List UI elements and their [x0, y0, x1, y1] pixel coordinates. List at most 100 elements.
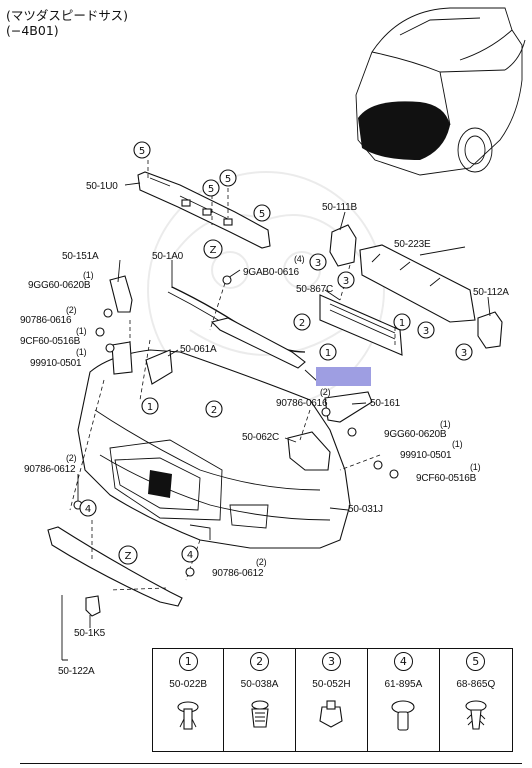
clip-50-1k5: [85, 595, 101, 617]
label-50-112a: 50-112A: [473, 287, 509, 298]
label-q1d: (1): [440, 419, 451, 429]
legend-code-5: 68-865Q: [456, 679, 496, 690]
legend-cell-4: 4 61-895A: [367, 648, 440, 752]
bracket-50-062c: [287, 431, 331, 471]
part-50-223e: [359, 244, 476, 323]
label-50-1a0: 50-1A0: [152, 251, 184, 262]
legend-code-3: 50-052H: [312, 679, 351, 690]
legend-number-3: 3: [321, 652, 341, 671]
leader-lines: [61, 182, 491, 661]
svg-text:2: 2: [211, 405, 217, 416]
svg-text:Z: Z: [210, 245, 217, 256]
callout-2-a: 2: [293, 313, 311, 331]
svg-text:Z: Z: [125, 551, 132, 562]
legend-number-2: 2: [250, 652, 270, 671]
car-thumbnail-illustration: [355, 7, 526, 176]
label-q2d: (2): [256, 557, 267, 567]
callout-5-a: 5: [133, 141, 151, 159]
callout-1-b: 1: [319, 343, 337, 361]
label-50-223e: 50-223E: [394, 239, 431, 250]
label-90786-0616-b: 90786-0616: [276, 398, 328, 409]
callout-z-a: Z: [203, 239, 223, 259]
legend-code-2: 50-038A: [240, 679, 279, 690]
label-q1e: (1): [452, 439, 463, 449]
label-50-062c: 50-062C: [242, 432, 279, 443]
svg-text:5: 5: [139, 146, 145, 157]
label-9gg60-0620b-a: 9GG60-0620B: [28, 280, 91, 291]
bottom-rule: [20, 763, 522, 764]
left-bracket-lower: [111, 341, 133, 375]
label-q1f: (1): [470, 462, 481, 472]
support-50-061a: [145, 349, 173, 385]
legend-number-4: 4: [393, 652, 413, 671]
label-90786-0616-a: 90786-0616: [20, 315, 72, 326]
svg-text:1: 1: [399, 318, 405, 329]
callout-2-b: 2: [205, 400, 223, 418]
legend-code-4: 61-895A: [384, 679, 423, 690]
fastener-legend-table: 1 50-022B 2 50-038A 3 50-052H 4 61-895A …: [151, 648, 514, 752]
label-99910-0501-a: 99910-0501: [30, 358, 82, 369]
callout-3-d: 3: [455, 343, 473, 361]
header-line-1: (マツダスピードサス): [6, 8, 129, 23]
seal-strip-2: [210, 317, 306, 369]
label-50-1k5: 50-1K5: [74, 628, 106, 639]
rivet-icon: [391, 700, 415, 731]
clip-nut-icon: [319, 700, 344, 728]
label-90786-0612-a: 90786-0612: [24, 464, 76, 475]
label-9cf60-0516b-b: 9CF60-0516B: [416, 473, 477, 484]
label-q2a: (2): [66, 305, 77, 315]
legend-cell-2: 2 50-038A: [223, 648, 296, 752]
callout-3-b: 3: [337, 271, 355, 289]
label-99910-0501-b: 99910-0501: [400, 450, 452, 461]
callout-z-b: Z: [118, 545, 138, 565]
part-50-867c: [319, 294, 403, 356]
label-q2b: (2): [320, 387, 331, 397]
redaction-highlight: [316, 367, 371, 386]
label-q2c: (2): [66, 453, 77, 463]
label-50-122a: 50-122A: [58, 666, 95, 677]
legend-number-1: 1: [178, 652, 198, 671]
label-50-111b: 50-111B: [322, 202, 357, 213]
label-50-031j: 50-031J: [348, 504, 383, 515]
svg-text:4: 4: [85, 504, 91, 515]
svg-text:4: 4: [187, 550, 193, 561]
fir-tree-clip-icon: [465, 700, 487, 730]
label-q1c: (1): [76, 347, 87, 357]
legend-cell-5: 5 68-865Q: [438, 648, 514, 752]
svg-text:3: 3: [315, 258, 321, 269]
callouts: 5 5 5 5 Z 3 3 3 3 2 1 1 1 2 4 4 Z: [79, 141, 473, 565]
label-50-867c: 50-867C: [296, 284, 333, 295]
label-q1a: (1): [83, 270, 94, 280]
diagram-header: (マツダスピードサス) (−4B01): [6, 8, 128, 38]
svg-text:5: 5: [259, 209, 265, 220]
fasteners: [73, 275, 399, 577]
label-9gab0-0616: 9GAB0-0616: [243, 267, 299, 278]
callout-4-a: 4: [79, 499, 97, 517]
svg-text:3: 3: [343, 276, 349, 287]
svg-text:1: 1: [147, 402, 153, 413]
callout-3-a: 3: [309, 253, 327, 271]
part-labels: 50-1U0 50-151A 50-1A0 (4) 9GAB0-0616 50-…: [20, 181, 509, 677]
callout-5-d: 5: [253, 204, 271, 222]
bracket-50-161: [324, 391, 373, 423]
label-50-161: 50-161: [370, 398, 401, 409]
part-50-111b: [329, 224, 357, 267]
label-50-151a: 50-151A: [62, 251, 99, 262]
push-clip-icon: [177, 701, 199, 730]
svg-text:1: 1: [325, 348, 331, 359]
bracket-50-151a: [109, 275, 133, 313]
svg-text:5: 5: [225, 174, 231, 185]
label-q4: (4): [294, 254, 305, 264]
callout-5-c: 5: [219, 169, 237, 187]
svg-text:2: 2: [299, 318, 305, 329]
svg-text:5: 5: [208, 184, 214, 195]
svg-text:3: 3: [423, 326, 429, 337]
seal-strip-50-1a0: [171, 286, 306, 353]
header-line-2: (−4B01): [6, 23, 59, 38]
part-50-112a: [477, 311, 503, 349]
callout-3-c: 3: [417, 321, 435, 339]
label-50-1u0: 50-1U0: [86, 181, 118, 192]
bracket-50-1u0: [137, 171, 271, 249]
legend-number-5: 5: [466, 652, 486, 671]
